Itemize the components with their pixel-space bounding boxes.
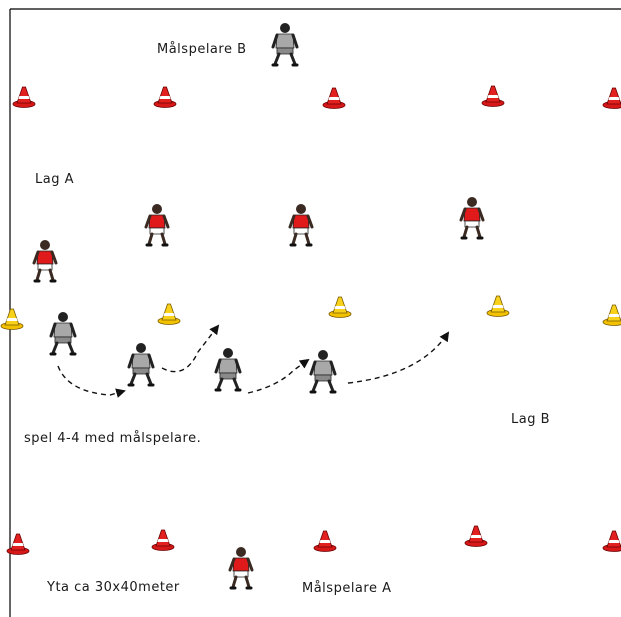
cone-icon <box>1 309 23 330</box>
dashed-arrow-icon <box>248 360 308 393</box>
dashed-arrow-icon <box>162 326 218 372</box>
label-yta: Yta ca 30x40meter <box>47 580 180 595</box>
label-lag-a: Lag A <box>35 172 74 187</box>
cone-icon <box>152 530 174 551</box>
player-icon <box>129 343 153 385</box>
cone-icon <box>314 531 336 552</box>
cone-icon <box>329 297 351 318</box>
label-malspelare-b: Målspelare B <box>157 42 247 57</box>
cone-icon <box>603 531 621 552</box>
dashed-arrow-icon <box>348 333 448 383</box>
cone-icon <box>603 305 621 326</box>
player-icon <box>34 240 56 281</box>
player-icon <box>461 197 483 238</box>
cone-icon <box>13 87 35 108</box>
cone-icon <box>482 86 504 107</box>
cone-icon <box>323 88 345 109</box>
player-icon <box>273 23 297 65</box>
player-icon <box>51 312 75 354</box>
label-spel: spel 4-4 med målspelare. <box>24 431 201 446</box>
label-lag-b: Lag B <box>511 412 550 427</box>
player-icon <box>146 204 168 245</box>
player-icon <box>311 350 335 392</box>
cone-icon <box>465 526 487 547</box>
player-icon <box>290 204 312 245</box>
dashed-arrow-icon <box>58 366 124 395</box>
cone-icon <box>158 304 180 325</box>
cone-icon <box>154 87 176 108</box>
label-malspelare-a: Målspelare A <box>302 581 391 596</box>
player-icon <box>230 547 252 588</box>
player-icon <box>216 348 240 390</box>
cone-icon <box>603 88 621 109</box>
cone-icon <box>487 296 509 317</box>
